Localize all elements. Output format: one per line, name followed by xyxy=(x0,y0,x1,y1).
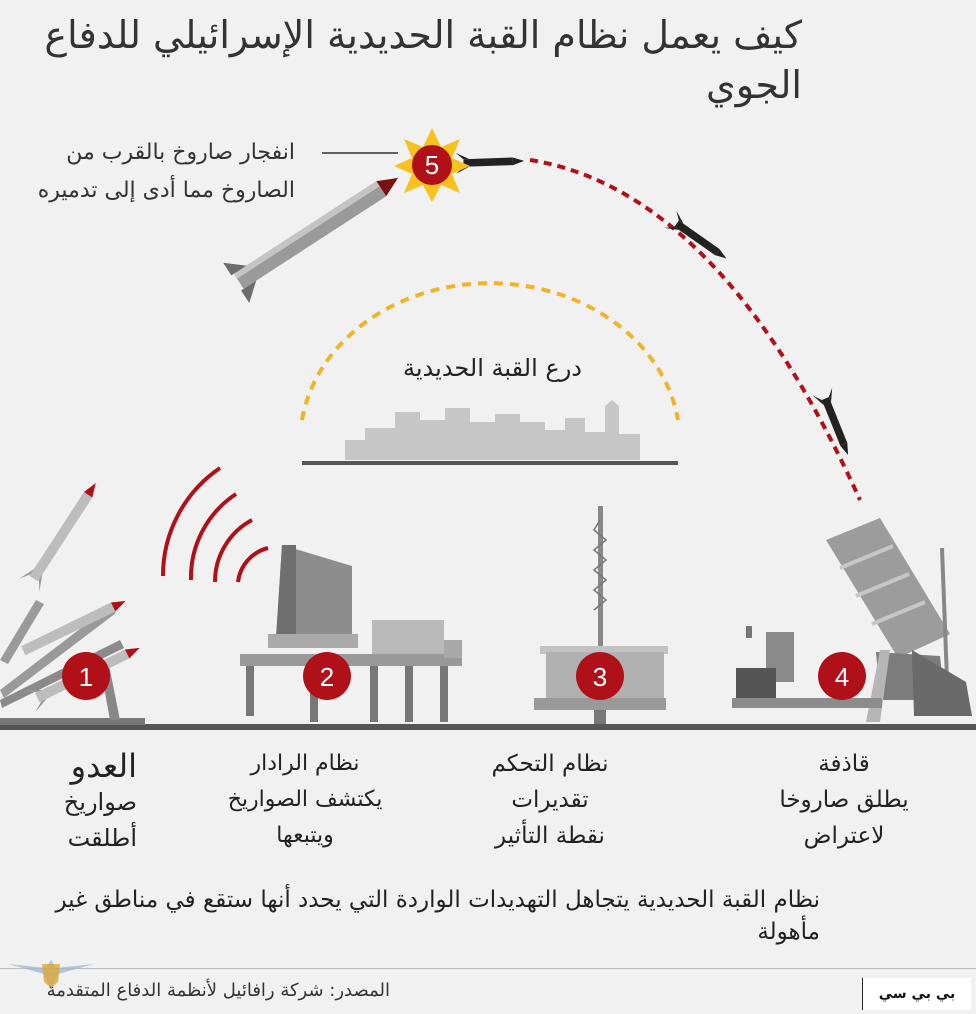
step-2-line-1: يكتشف الصواريخ xyxy=(227,787,383,812)
source-credit: المصدر: شركة رافائيل لأنظمة الدفاع المتق… xyxy=(46,980,390,1001)
ground-line xyxy=(0,724,976,730)
page-title: كيف يعمل نظام القبة الحديدية الإسرائيلي … xyxy=(44,13,802,107)
step-3-heading: نظام التحكم xyxy=(491,751,609,777)
step-1-description: العدو صواريخ أطلقت xyxy=(22,746,137,854)
explosion-burst-icon xyxy=(394,128,470,202)
step-3-line-2: نقطة التأثير xyxy=(495,823,605,849)
step-2-heading: نظام الرادار xyxy=(250,751,360,776)
interceptor-rocket-icon xyxy=(223,177,399,304)
step-4-line-2: لاعتراض xyxy=(803,823,885,849)
brand-name: بي بي سي xyxy=(878,986,956,1002)
step-badge-1: 1 xyxy=(62,652,110,700)
watermark-emblem-icon xyxy=(8,960,94,990)
svg-text:4: 4 xyxy=(835,662,849,692)
step-4-description: قاذفة يطلق صاروخا لاعتراض xyxy=(764,746,924,854)
city-skyline xyxy=(302,400,678,465)
missile-icon-2 xyxy=(664,210,733,268)
explosion-caption: انفجار صاروخ بالقرب من الصاروخ مما أدى إ… xyxy=(37,140,295,203)
svg-text:3: 3 xyxy=(593,662,607,692)
missile-icon-1 xyxy=(455,150,525,174)
svg-text:1: 1 xyxy=(79,662,93,692)
step-1-heading: العدو xyxy=(70,747,137,785)
shield-dome xyxy=(300,281,680,421)
step-2-line-2: ويتبعها xyxy=(276,823,334,848)
step-4-line-1: يطلق صاروخا xyxy=(779,787,909,813)
step-1-line-1: صواريخ xyxy=(63,788,137,816)
svg-text:2: 2 xyxy=(320,662,334,692)
step-badge-4: 4 xyxy=(818,652,866,700)
step-1-line-2: أطلقت xyxy=(67,824,137,852)
step-badge-2: 2 xyxy=(303,652,351,700)
shield-label: درع القبة الحديدية xyxy=(403,354,582,382)
interceptor-launcher-icon xyxy=(732,518,972,722)
step-badge-3: 3 xyxy=(576,652,624,700)
explosion-step-number: 5 xyxy=(425,150,439,180)
step-3-line-1: تقديرات xyxy=(511,787,589,813)
brand-logo: بي بي سي xyxy=(862,978,971,1010)
step-4-heading: قاذفة xyxy=(818,751,870,777)
step-2-description: نظام الرادار يكتشف الصواريخ ويتبعها xyxy=(195,746,415,854)
footnote: نظام القبة الحديدية يتجاهل التهديدات الو… xyxy=(55,887,820,945)
footer-divider xyxy=(0,968,976,969)
step-3-description: نظام التحكم تقديرات نقطة التأثير xyxy=(470,746,630,854)
